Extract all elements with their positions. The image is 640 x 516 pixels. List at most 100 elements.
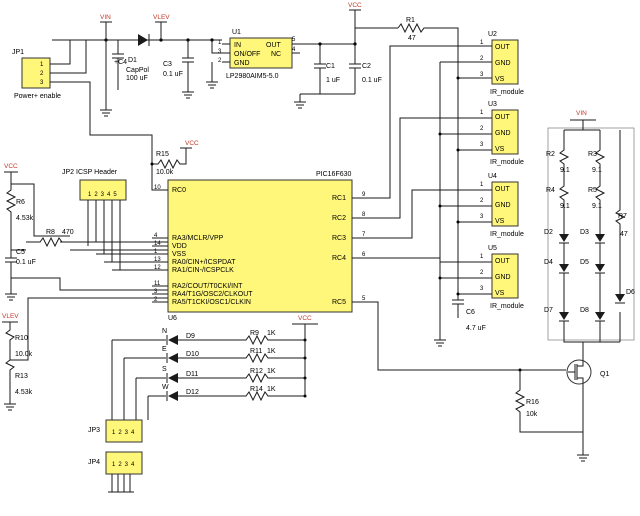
c1-ref: C1	[326, 63, 335, 70]
ir-led-d7	[559, 312, 569, 320]
ir-led-ref-d8: D8	[580, 307, 589, 314]
u4-ref: U4	[488, 173, 497, 180]
resistor-value-r12: 1K	[267, 368, 276, 375]
u3-ref: U3	[488, 101, 497, 108]
r8-ref: R8	[46, 229, 55, 236]
ir-module-u4: U4 OUT GND VS 1 2 3 IR_module	[480, 173, 524, 238]
u4-n2: 2	[480, 198, 484, 204]
jp4-pins: 1234	[112, 462, 137, 468]
led-ref-d12: D12	[186, 389, 199, 396]
u5-n1: 1	[480, 254, 484, 260]
resistor-ref-r14: R14	[250, 386, 263, 393]
u6-pin-label-rc5: RC5	[332, 299, 346, 306]
ir-module-u3: U3 OUT GND VS 1 2 3 IR_module	[480, 101, 524, 166]
u4-out: OUT	[495, 186, 511, 193]
jp1-pin2: 2	[40, 71, 44, 77]
u6-pin-label-rc1: RC1	[332, 195, 346, 202]
r16-ref: R16	[526, 399, 539, 406]
c3-value: 0.1 uF	[163, 71, 183, 78]
u6-pin-num-12: 12	[154, 265, 161, 271]
ir-led-ref-d2: D2	[544, 229, 553, 236]
vcc-label-r15: VCC	[185, 140, 199, 147]
gnd-left	[100, 40, 112, 117]
u2-label: IR_module	[490, 89, 524, 96]
u2-out: OUT	[495, 44, 511, 51]
led-ref-d9: D9	[186, 333, 195, 340]
c5-value: 0.1 uF	[16, 259, 36, 266]
vlev-label-left: VLEV	[2, 313, 19, 320]
u6-pin-label-ra2: RA2/COUT/T0CKI/INT	[172, 283, 243, 290]
r7-value: 47	[620, 231, 628, 238]
u6-pin-label-vss: VSS	[172, 251, 186, 258]
led-tag-s: S	[162, 366, 167, 373]
u4-vs: VS	[495, 218, 505, 225]
resistor-value-r9: 1K	[267, 330, 276, 337]
u6-pin-label-ra5: RA5/T1CKI/OSC1/CLKIN	[172, 299, 251, 306]
r10-ref: R10	[15, 335, 28, 342]
ir-led-d4	[559, 264, 569, 272]
u4-n1: 1	[480, 182, 484, 188]
u6-pin-label-rc3: RC3	[332, 235, 346, 242]
r2-ref: R2	[546, 151, 555, 158]
u6-pin-num-10: 10	[154, 185, 161, 191]
r16-value: 10k	[526, 411, 538, 418]
led-ref-d11: D11	[186, 371, 198, 378]
u3-gnd: GND	[495, 130, 511, 137]
ir-led-d5	[595, 264, 605, 272]
ir-led-d2	[559, 234, 569, 242]
u6-pin-label-ra1: RA1/CIN-/ICSPCLK	[172, 267, 234, 274]
led-tag-n: N	[162, 328, 167, 335]
u2-gnd: GND	[495, 60, 511, 67]
u1-num-5: 5	[292, 37, 296, 43]
u1-pin-onoff: ON/OFF	[234, 51, 260, 58]
u4-label: IR_module	[490, 231, 524, 238]
jp2-header	[79, 179, 127, 201]
r4-ref: R4	[546, 187, 555, 194]
r6-value: 4.53k	[16, 215, 34, 222]
u3-n3: 3	[480, 142, 484, 148]
jp3-header	[105, 419, 143, 443]
ir-led-ref-d5: D5	[580, 259, 589, 266]
r13-value: 4.53k	[15, 389, 33, 396]
led-d11	[168, 373, 178, 383]
u5-out: OUT	[495, 258, 511, 265]
u5-vs: VS	[495, 290, 505, 297]
u1-pin-nc: NC	[271, 51, 281, 58]
jp1-label: Power+ enable	[14, 93, 61, 100]
u6-pin-num-13: 13	[154, 257, 161, 263]
r1-value: 47	[408, 35, 416, 42]
resistor-ref-r11: R11	[250, 348, 262, 355]
c6-ref: C6	[466, 309, 475, 316]
u1-pin-in: IN	[234, 42, 241, 49]
vin-symbol-top	[100, 21, 112, 40]
r3-ref: R3	[588, 151, 597, 158]
u2-n3: 3	[480, 72, 484, 78]
u6-pin-num-9: 9	[362, 192, 366, 198]
u6-pin-num-3: 3	[154, 289, 158, 295]
u6-pin-num-2: 2	[154, 297, 158, 303]
u3-out: OUT	[495, 114, 511, 121]
jp4-ref: JP4	[88, 459, 100, 466]
ir-led-ref-d7: D7	[544, 307, 553, 314]
u6-pin-label-rc2: RC2	[332, 215, 346, 222]
u3-n2: 2	[480, 126, 484, 132]
ir-led-array-box	[547, 127, 635, 341]
jp2-pins: 12345	[88, 192, 120, 198]
c2-ref: C2	[362, 63, 371, 70]
d1-ref: D1	[128, 57, 137, 64]
u5-n2: 2	[480, 270, 484, 276]
ir-module-u5: U5 OUT GND VS 1 2 3 IR_module	[480, 245, 524, 310]
vcc-label-leds: VCC	[298, 315, 312, 322]
q1-transistor	[568, 358, 589, 462]
r15-value: 10.0k	[156, 169, 174, 176]
led-d10	[168, 353, 178, 363]
r2-value: 9.1	[560, 167, 570, 174]
u2-ref: U2	[488, 31, 497, 38]
vcc-rail	[300, 10, 356, 45]
jp1-ref: JP1	[12, 49, 24, 56]
vlev-label-top: VLEV	[153, 14, 170, 21]
u5-ref: U5	[488, 245, 497, 252]
d1-diode	[138, 34, 148, 46]
resistor-ref-r12: R12	[250, 368, 263, 375]
r1-ref: R1	[406, 17, 415, 24]
